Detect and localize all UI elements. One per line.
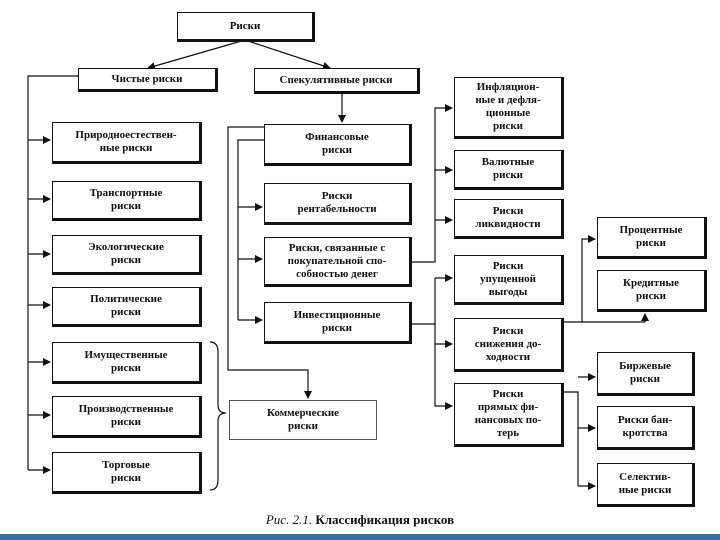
pure-risks-box: Чистые риски <box>78 68 218 92</box>
liquidity-risks-label: Риски ликвидности <box>475 205 541 230</box>
commercial-risks-label: Коммерческие риски <box>266 407 340 432</box>
interest-risks-label: Процентные риски <box>619 224 683 249</box>
yield-decrease-risks-box: Риски снижения до- ходности <box>454 318 564 372</box>
bankruptcy-risks-box: Риски бан- кротства <box>597 406 695 450</box>
lost-profit-risks-box: Риски упущенной выгоды <box>454 255 564 305</box>
ecological-risks-box: Экологические риски <box>52 235 202 275</box>
caption-text: Классификация рисков <box>315 512 455 527</box>
yield-decrease-risks-label: Риски снижения до- ходности <box>474 324 542 363</box>
exchange-risks-box: Биржевые риски <box>597 352 695 396</box>
production-risks-box: Производственные риски <box>52 396 202 438</box>
financial-risks-box: Финансовые риски <box>264 124 412 166</box>
selective-risks-label: Селектив- ные риски <box>618 471 672 496</box>
financial-risks-label: Финансовые риски <box>305 131 369 156</box>
trade-risks-label: Торговые риски <box>102 459 150 484</box>
credit-risks-label: Кредитные риски <box>623 277 679 302</box>
inflation-risks-label: Инфляцион- ные и дефля- ционные риски <box>475 81 541 132</box>
commercial-risks-box: Коммерческие риски <box>229 400 377 440</box>
root-label: Риски <box>229 19 261 32</box>
natural-risks-box: Природноестествен- ные риски <box>52 122 202 164</box>
natural-risks-label: Природноестествен- ные риски <box>75 129 177 154</box>
property-risks-label: Имущественные риски <box>84 349 168 374</box>
direct-losses-risks-box: Риски прямых фи- нансовых по- терь <box>454 383 564 447</box>
transport-risks-box: Транспортные риски <box>52 181 202 221</box>
figure-caption: Рис. 2.1. Классификация рисков <box>0 512 720 528</box>
ecological-risks-label: Экологические риски <box>88 241 164 266</box>
inflation-risks-box: Инфляцион- ные и дефля- ционные риски <box>454 77 564 139</box>
pure-risks-label: Чистые риски <box>111 72 183 85</box>
speculative-risks-box: Спекулятивные риски <box>254 68 420 94</box>
speculative-risks-label: Спекулятивные риски <box>279 73 393 86</box>
root-box: Риски <box>177 12 315 42</box>
property-risks-box: Имущественные риски <box>52 342 202 384</box>
investment-risks-box: Инвестиционные риски <box>264 302 412 344</box>
purchasing-power-risks-label: Риски, связанные с покупательной спо- со… <box>287 241 387 280</box>
currency-risks-box: Валютные риски <box>454 150 564 190</box>
political-risks-box: Политические риски <box>52 287 202 327</box>
lost-profit-risks-label: Риски упущенной выгоды <box>479 259 537 298</box>
bottom-bar <box>0 534 720 540</box>
currency-risks-label: Валютные риски <box>481 156 535 181</box>
purchasing-power-risks-box: Риски, связанные с покупательной спо- со… <box>264 237 412 287</box>
exchange-risks-label: Биржевые риски <box>619 360 671 385</box>
profitability-risks-label: Риски рентабельности <box>297 190 377 215</box>
investment-risks-label: Инвестиционные риски <box>293 309 381 334</box>
trade-risks-box: Торговые риски <box>52 452 202 494</box>
liquidity-risks-box: Риски ликвидности <box>454 199 564 239</box>
direct-losses-risks-label: Риски прямых фи- нансовых по- терь <box>474 388 542 439</box>
profitability-risks-box: Риски рентабельности <box>264 183 412 225</box>
interest-risks-box: Процентные риски <box>597 217 707 259</box>
bankruptcy-risks-label: Риски бан- кротства <box>617 414 673 439</box>
caption-prefix: Рис. 2.1. <box>265 512 313 527</box>
political-risks-label: Политические риски <box>90 293 162 318</box>
credit-risks-box: Кредитные риски <box>597 270 707 312</box>
transport-risks-label: Транспортные риски <box>89 187 163 212</box>
selective-risks-box: Селектив- ные риски <box>597 463 695 507</box>
production-risks-label: Производственные риски <box>78 403 174 428</box>
